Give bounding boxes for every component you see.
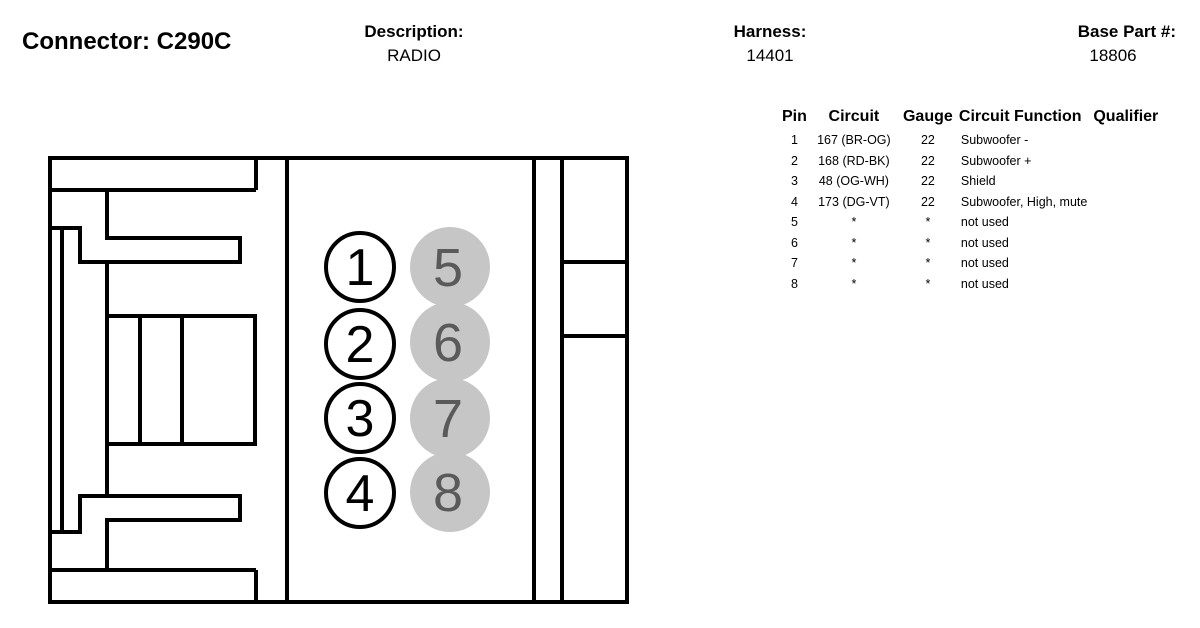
row-function: not used <box>960 256 1009 271</box>
row-qualifier <box>1091 171 1160 192</box>
connector-body <box>48 156 629 604</box>
table-row: 7 * * not used <box>780 253 1160 274</box>
pin-4: 4 <box>324 457 396 529</box>
row-pin: 6 <box>790 235 798 250</box>
row-gauge: * <box>925 256 931 271</box>
top-step-2 <box>50 190 242 264</box>
row-pin: 4 <box>790 194 798 209</box>
row-circuit: 48 (OG-WH) <box>818 174 889 189</box>
pin-table-header: Pin Circuit Gauge Circuit Function Quali… <box>780 108 1160 130</box>
bottom-step-2 <box>50 494 242 570</box>
row-function: not used <box>960 276 1009 291</box>
row-pin: 7 <box>790 256 798 271</box>
pin-1: 1 <box>324 231 396 303</box>
row-qualifier <box>1091 212 1160 233</box>
harness-label: Harness: <box>733 22 807 41</box>
pin-3: 3 <box>324 382 396 454</box>
row-circuit: * <box>851 235 857 250</box>
pin-4-ring <box>324 457 396 529</box>
table-row: 3 48 (OG-WH) 22 Shield <box>780 171 1160 192</box>
pin-5-cavity <box>410 227 490 307</box>
connector-face-diagram: 1 2 3 4 5 6 7 8 <box>48 156 629 604</box>
col-circuit: Circuit <box>828 108 880 125</box>
row-gauge: * <box>925 276 931 291</box>
row-function: not used <box>960 215 1009 230</box>
pin-1-label: 1 <box>346 239 375 297</box>
row-circuit: 168 (RD-BK) <box>818 153 890 168</box>
col-gauge: Gauge <box>902 108 953 125</box>
row-qualifier <box>1091 130 1160 151</box>
pin-cavities: 1 2 3 4 5 6 7 8 <box>324 227 490 532</box>
pin-3-ring <box>324 382 396 454</box>
col-pin: Pin <box>782 108 807 125</box>
pin-8-cavity <box>410 452 490 532</box>
base-part-header: Base Part #: 18806 <box>1016 20 1176 68</box>
description-header: Description: RADIO <box>334 20 494 68</box>
pin-7-label: 7 <box>433 389 463 449</box>
pin-4-label: 4 <box>346 465 375 523</box>
pin-6: 6 <box>410 302 490 382</box>
table-row: 1 167 (BR-OG) 22 Subwoofer - <box>780 130 1160 151</box>
connector-outline <box>48 156 629 604</box>
base-part-label: Base Part #: <box>1077 22 1176 41</box>
row-gauge: 22 <box>920 153 935 168</box>
row-qualifier <box>1091 233 1160 254</box>
pin-8-label: 8 <box>433 463 463 523</box>
pin-2: 2 <box>324 308 396 380</box>
row-gauge: * <box>925 215 931 230</box>
table-row: 8 * * not used <box>780 274 1160 295</box>
harness-value: 14401 <box>746 46 794 65</box>
row-pin: 1 <box>790 133 798 148</box>
row-qualifier <box>1091 151 1160 172</box>
pin-table: Pin Circuit Gauge Circuit Function Quali… <box>780 108 1160 294</box>
row-pin: 5 <box>790 215 798 230</box>
col-qualifier: Qualifier <box>1093 108 1159 125</box>
table-row: 2 168 (RD-BK) 22 Subwoofer + <box>780 151 1160 172</box>
pin-7: 7 <box>410 378 490 458</box>
table-row: 5 * * not used <box>780 212 1160 233</box>
row-circuit: * <box>851 256 857 271</box>
row-gauge: * <box>925 235 931 250</box>
row-circuit: * <box>851 276 857 291</box>
row-function: Subwoofer, High, mute <box>960 194 1088 209</box>
pin-2-ring <box>324 308 396 380</box>
row-qualifier <box>1091 253 1160 274</box>
row-function: Shield <box>960 174 996 189</box>
pin-6-cavity <box>410 302 490 382</box>
row-qualifier <box>1091 192 1160 213</box>
row-circuit: 173 (DG-VT) <box>818 194 890 209</box>
base-part-value: 18806 <box>1089 46 1137 65</box>
row-gauge: 22 <box>920 174 935 189</box>
description-label: Description: <box>364 22 464 41</box>
col-circuit-function: Circuit Function <box>958 108 1082 125</box>
row-function: Subwoofer + <box>960 153 1032 168</box>
row-circuit: * <box>851 215 857 230</box>
pin-5: 5 <box>410 227 490 307</box>
row-pin: 8 <box>790 276 798 291</box>
pin-3-label: 3 <box>346 390 375 448</box>
row-gauge: 22 <box>920 133 935 148</box>
row-function: Subwoofer - <box>960 133 1029 148</box>
pin-6-label: 6 <box>433 313 463 373</box>
row-circuit: 167 (BR-OG) <box>817 133 891 148</box>
pin-5-label: 5 <box>433 238 463 298</box>
description-value: RADIO <box>387 46 441 65</box>
pin-1-ring <box>324 231 396 303</box>
row-qualifier <box>1091 274 1160 295</box>
pin-2-label: 2 <box>346 316 375 374</box>
row-gauge: 22 <box>920 194 935 209</box>
connector-title: Connector: C290C <box>22 28 232 55</box>
table-row: 6 * * not used <box>780 233 1160 254</box>
pin-8: 8 <box>410 452 490 532</box>
harness-header: Harness: 14401 <box>690 20 850 68</box>
row-pin: 3 <box>790 174 798 189</box>
pin-7-cavity <box>410 378 490 458</box>
table-row: 4 173 (DG-VT) 22 Subwoofer, High, mute <box>780 192 1160 213</box>
row-function: not used <box>960 235 1009 250</box>
row-pin: 2 <box>790 153 798 168</box>
